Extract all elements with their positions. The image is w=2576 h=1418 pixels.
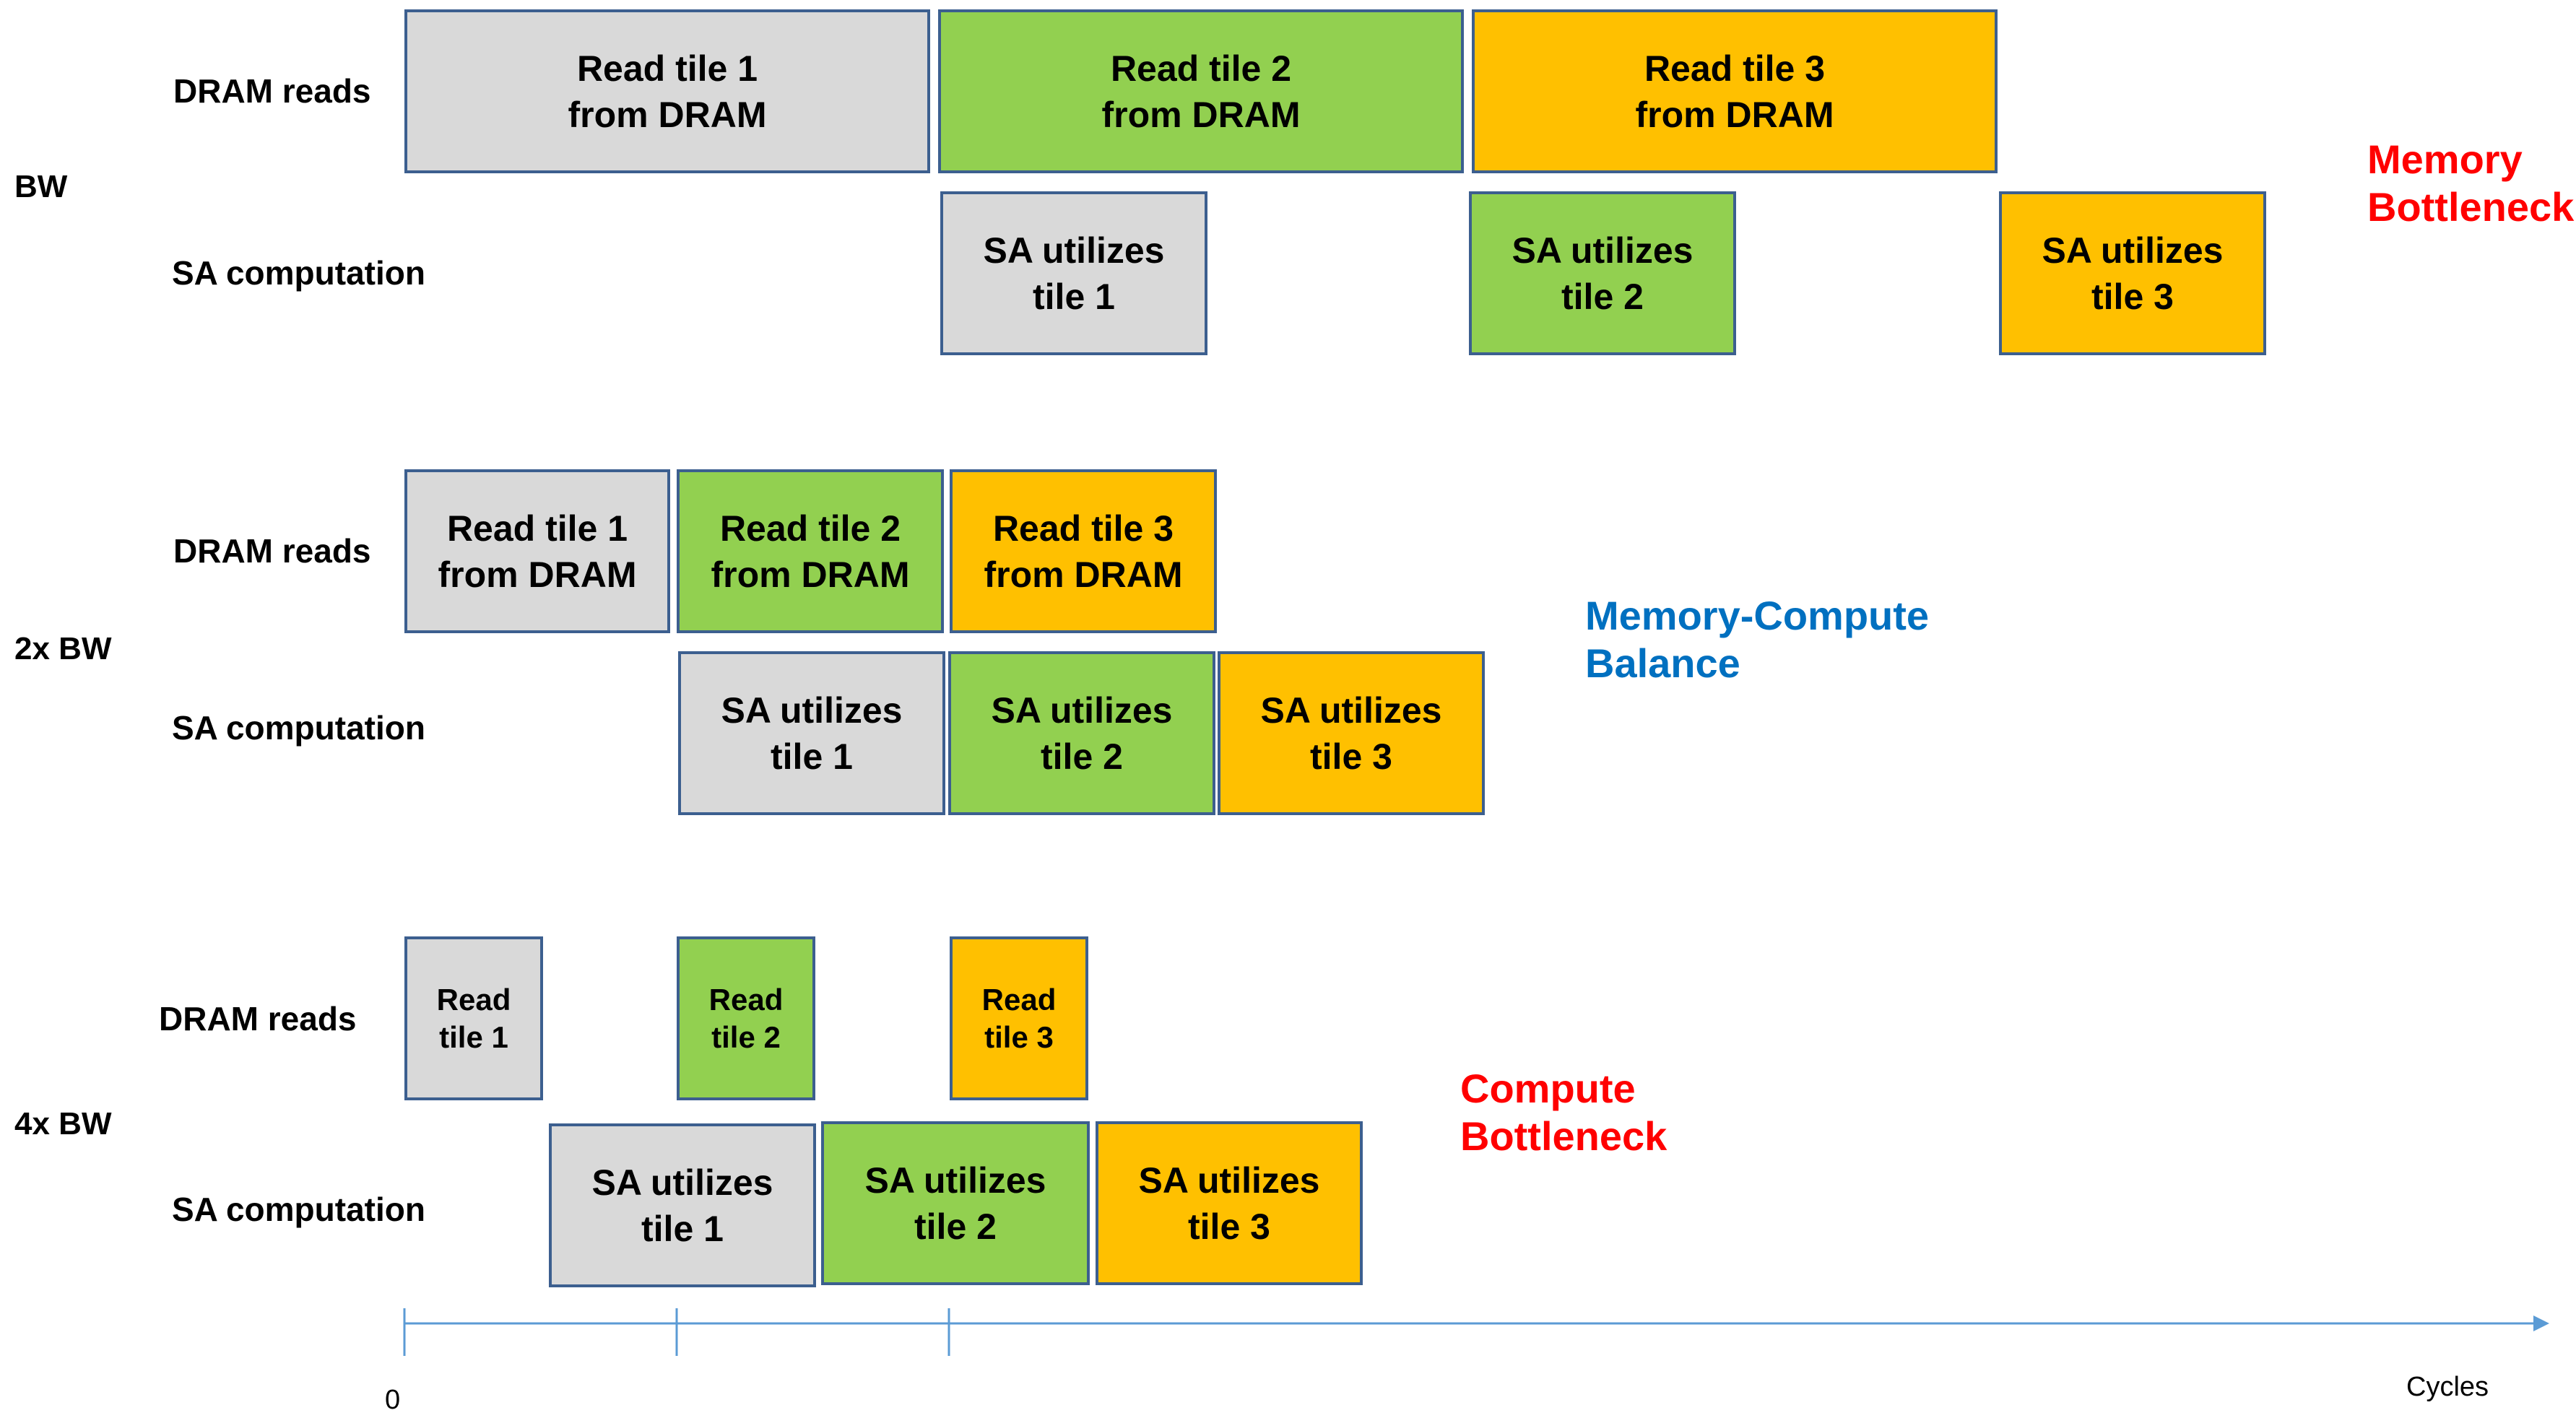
dram-reads-label: DRAM reads	[159, 1000, 357, 1038]
box-line: tile 2	[914, 1206, 997, 1247]
sa-utilizes-tile-1: SA utilizes tile 1	[940, 191, 1207, 355]
sa-utilizes-tile-2: SA utilizes tile 2	[1469, 191, 1736, 355]
box-line: tile 1	[439, 1019, 508, 1054]
box-line: from DRAM	[984, 554, 1183, 595]
box-line: SA utilizes	[864, 1160, 1046, 1201]
box-line: tile 2	[1041, 736, 1123, 777]
box-line: tile 1	[641, 1208, 724, 1249]
box-line: tile 3	[1310, 736, 1392, 777]
4x-bw-label: 4x BW	[14, 1106, 112, 1141]
box-line: from DRAM	[438, 554, 637, 595]
box-line: tile 3	[2091, 276, 2174, 317]
box-line: SA utilizes	[721, 690, 903, 731]
box-line: Read tile 2	[1110, 48, 1292, 89]
box-line: from DRAM	[711, 554, 910, 595]
note-line: Memory	[2367, 136, 2523, 182]
box-line: from DRAM	[1101, 94, 1301, 135]
box-line: SA utilizes	[1512, 230, 1694, 271]
sa-utilizes-tile-3: SA utilizes tile 3	[1096, 1121, 1363, 1285]
dram-read-tile-2: Read tile 2 from DRAM	[938, 9, 1464, 173]
note-line: Memory-Compute	[1585, 593, 1930, 638]
box-line: SA utilizes	[983, 230, 1165, 271]
box-line: Read	[981, 983, 1057, 1017]
box-line: tile 1	[771, 736, 853, 777]
box-line: SA utilizes	[1260, 690, 1442, 731]
note-line: Bottleneck	[2367, 184, 2575, 230]
2x-bw-label: 2x BW	[14, 631, 112, 666]
sa-computation-label: SA computation	[172, 1191, 425, 1228]
sa-utilizes-tile-3: SA utilizes tile 3	[1999, 191, 2266, 355]
sa-utilizes-tile-2: SA utilizes tile 2	[948, 651, 1215, 815]
box-line: Read	[436, 983, 511, 1017]
axis-arrowhead	[2533, 1315, 2549, 1331]
dram-reads-label: DRAM reads	[173, 72, 371, 110]
box-line: from DRAM	[568, 94, 767, 135]
box-line: Read tile 1	[576, 48, 758, 89]
sa-utilizes-tile-3: SA utilizes tile 3	[1218, 651, 1485, 815]
axis-cycles-label: Cycles	[2406, 1372, 2489, 1402]
dram-read-tile-1: Read tile 1 from DRAM	[404, 469, 670, 633]
bw-label: BW	[14, 169, 68, 204]
memory-compute-balance-note: Memory-Compute Balance	[1585, 592, 1929, 687]
box-line: tile 2	[711, 1019, 781, 1054]
box-line: tile 1	[1033, 276, 1115, 317]
box-line: SA utilizes	[591, 1162, 773, 1203]
dram-read-tile-3: Read tile 3	[950, 936, 1088, 1100]
note-line: Bottleneck	[1460, 1113, 1668, 1160]
note-line: Compute	[1460, 1066, 1636, 1111]
note-line: Balance	[1585, 640, 1740, 687]
dram-read-tile-1: Read tile 1	[404, 936, 543, 1100]
compute-bottleneck-note: Compute Bottleneck	[1460, 1065, 1667, 1160]
box-line: Read tile 3	[992, 508, 1174, 549]
box-line: SA utilizes	[1138, 1160, 1320, 1201]
box-line: Read tile 3	[1644, 48, 1826, 89]
sa-utilizes-tile-2: SA utilizes tile 2	[821, 1121, 1090, 1285]
dram-read-tile-1: Read tile 1 from DRAM	[404, 9, 930, 173]
box-line: tile 3	[984, 1019, 1054, 1054]
axis-origin-label: 0	[385, 1385, 401, 1415]
box-line: Read	[708, 983, 784, 1017]
box-line: SA utilizes	[991, 690, 1173, 731]
sa-utilizes-tile-1: SA utilizes tile 1	[678, 651, 945, 815]
dram-read-tile-2: Read tile 2 from DRAM	[677, 469, 944, 633]
box-line: tile 2	[1561, 276, 1644, 317]
box-line: Read tile 2	[719, 508, 901, 549]
dram-reads-label: DRAM reads	[173, 532, 371, 570]
dram-read-tile-3: Read tile 3 from DRAM	[1472, 9, 1998, 173]
sa-computation-label: SA computation	[172, 709, 425, 747]
box-line: SA utilizes	[2042, 230, 2224, 271]
dram-read-tile-3: Read tile 3 from DRAM	[950, 469, 1217, 633]
sa-utilizes-tile-1: SA utilizes tile 1	[549, 1123, 816, 1287]
memory-bottleneck-note: Memory Bottleneck	[2367, 136, 2574, 231]
sa-computation-label: SA computation	[172, 254, 425, 292]
box-line: from DRAM	[1635, 94, 1834, 135]
box-line: Read tile 1	[446, 508, 628, 549]
dram-read-tile-2: Read tile 2	[677, 936, 815, 1100]
box-line: tile 3	[1188, 1206, 1270, 1247]
